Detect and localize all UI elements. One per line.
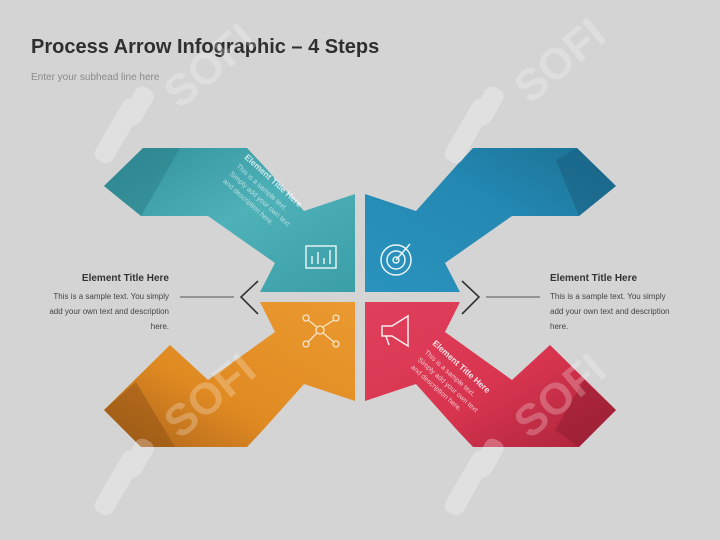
left-chevron-icon	[239, 280, 259, 315]
left-description-line-2: add your own text and description	[49, 307, 169, 316]
left-description-title: Element Title Here	[81, 273, 169, 284]
slide-title: Process Arrow Infographic – 4 Steps	[31, 36, 380, 58]
slide-subhead: Enter your subhead line here	[31, 72, 160, 83]
watermark-logo	[94, 86, 504, 516]
right-description-line-2: add your own text and description	[550, 307, 670, 316]
arrow-teal	[104, 148, 355, 292]
network-icon	[302, 314, 340, 348]
left-description-line-3: here.	[150, 322, 169, 331]
target-icon	[380, 243, 412, 276]
right-description-line-3: here.	[550, 322, 569, 331]
arrow-orange	[104, 302, 355, 447]
right-description: Element Title Here This is a sample text…	[550, 273, 690, 334]
megaphone-icon	[381, 314, 409, 348]
arrow-red	[365, 302, 616, 447]
right-description-line-1: This is a sample text. You simply	[550, 292, 666, 301]
right-chevron-icon	[461, 280, 481, 315]
watermark-text-1: SOFI	[155, 14, 265, 118]
bar-chart-icon	[305, 245, 337, 269]
arrow-blue	[365, 148, 616, 292]
left-description: Element Title Here This is a sample text…	[29, 273, 169, 334]
right-description-title: Element Title Here	[550, 273, 638, 284]
watermark-text-2: SOFI	[505, 9, 615, 113]
left-description-line-1: This is a sample text. You simply	[53, 292, 169, 301]
